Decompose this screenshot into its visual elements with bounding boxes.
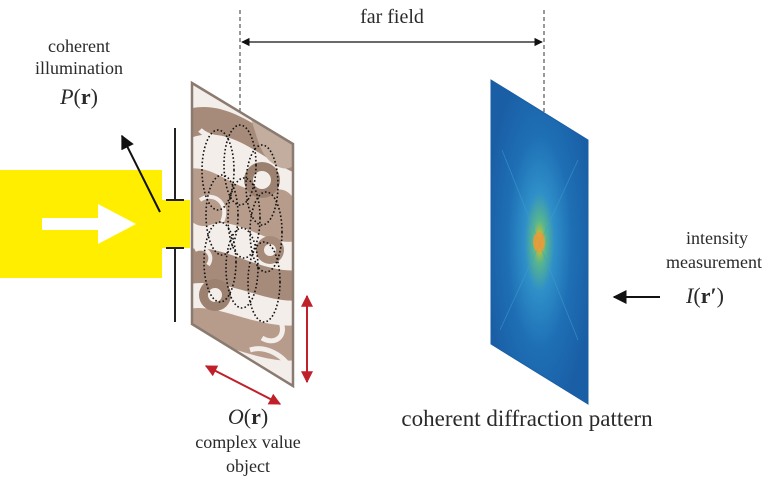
intensity-symbol: I xyxy=(686,283,694,308)
object-symbol: O xyxy=(227,404,244,429)
intensity-argument: r′ xyxy=(700,283,717,308)
far-field-label: far field xyxy=(360,6,424,28)
object-sample xyxy=(190,80,295,389)
measurement-label-line2: measurement xyxy=(666,252,762,272)
diagonal-scan-arrow xyxy=(204,365,282,405)
probe-argument: r xyxy=(80,84,91,109)
probe-function-label: P(r) xyxy=(60,84,98,109)
beam-through-aperture xyxy=(162,200,190,248)
illumination-label-line1: coherent xyxy=(48,36,110,56)
measurement-label-line1: intensity xyxy=(686,228,748,248)
object-label-line2: object xyxy=(226,456,270,476)
object-argument: r xyxy=(251,404,261,429)
illumination-label-line2: illumination xyxy=(35,58,123,78)
illumination-pointer-arrow xyxy=(121,134,161,213)
probe-symbol: P xyxy=(60,84,74,109)
diffraction-pattern-caption: coherent diffraction pattern xyxy=(401,406,653,431)
intensity-function-label: I(r′) xyxy=(686,283,724,308)
beam-direction-arrow xyxy=(42,204,136,244)
object-label-line1: complex value xyxy=(195,432,301,452)
diffraction-pattern xyxy=(490,79,589,405)
object-function-label: O(r) xyxy=(227,404,269,429)
scan-positions xyxy=(201,124,283,323)
